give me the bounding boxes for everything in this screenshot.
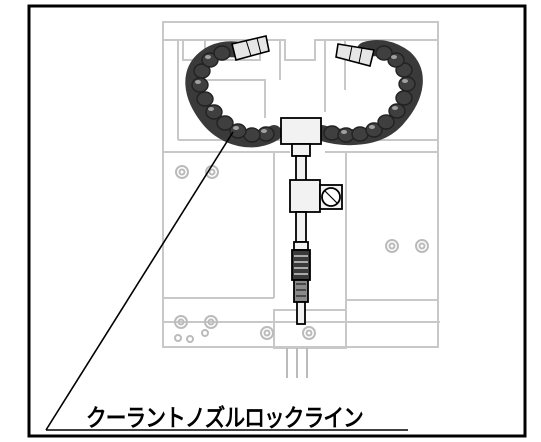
tee-connector-icon: [280, 117, 322, 157]
figure-frame: [27, 4, 527, 438]
coolant-hose-left: [185, 35, 282, 148]
nozzle-tip-left: [231, 35, 270, 61]
coolant-hose-right: [314, 40, 423, 146]
callout-label: クーラントノズルロックライン: [86, 404, 364, 432]
machine-body: [162, 21, 440, 349]
mounting-clamp-icon: [289, 179, 343, 213]
valve-icon: [291, 249, 311, 325]
callout-leader: [45, 131, 408, 431]
feed-pipe-lower: [293, 211, 309, 251]
bolt-icon: [174, 165, 429, 378]
